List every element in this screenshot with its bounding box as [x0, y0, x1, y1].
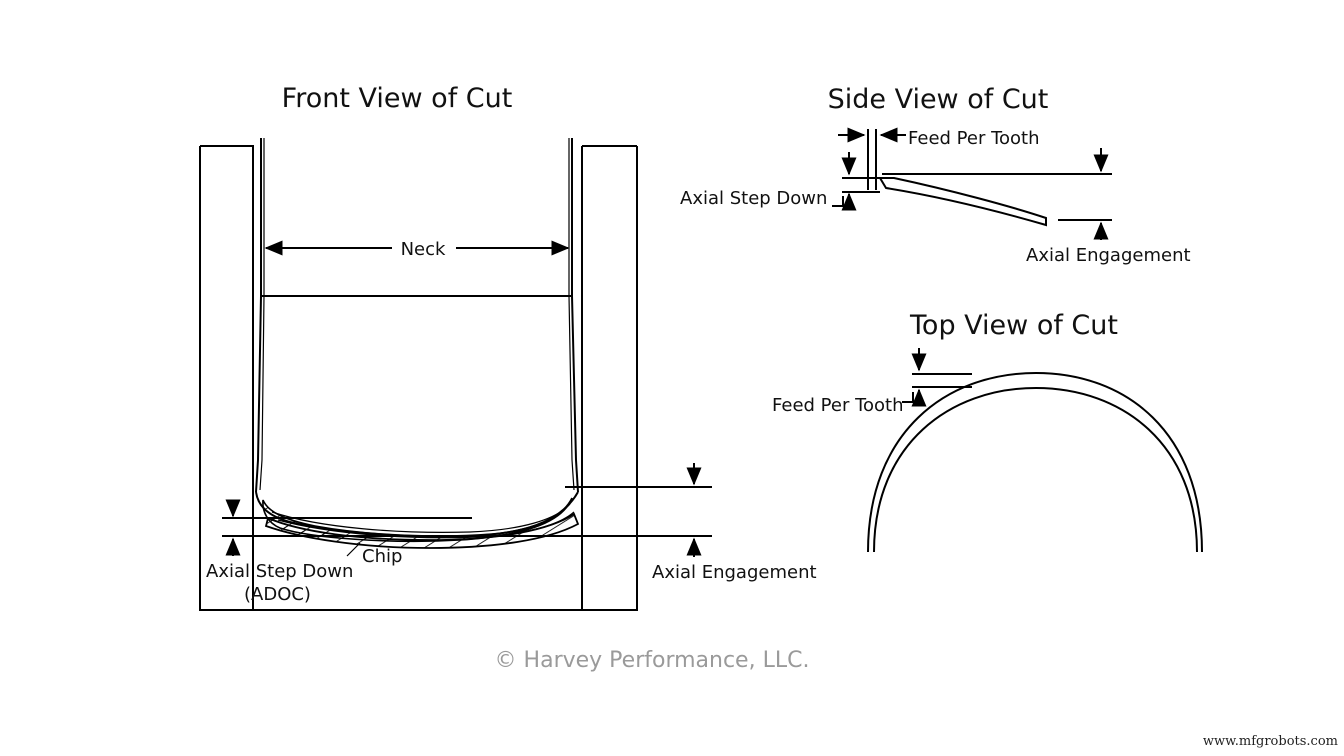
chip-curl-line-1 — [271, 503, 571, 533]
chip-label: Chip — [362, 546, 402, 567]
axial-engagement-label: Axial Engagement — [652, 562, 817, 583]
side-axial-engagement-label: Axial Engagement — [1026, 245, 1191, 266]
tool-left-wall-outer — [255, 138, 262, 493]
workpiece-outline — [199, 146, 638, 611]
side-axial-step-down-leader — [832, 196, 844, 207]
neck-label: Neck — [401, 239, 446, 260]
axial-step-down-abbrev-label: (ADOC) — [244, 584, 311, 605]
top-view-title: Top View of Cut — [909, 310, 1118, 341]
chip-curl-line-2 — [277, 511, 575, 539]
top-feed-per-tooth-label: Feed Per Tooth — [772, 395, 904, 416]
axial-step-down-label: Axial Step Down — [206, 561, 353, 582]
side-chip-sliver — [878, 177, 1047, 227]
top-view-inner-arc — [873, 386, 1198, 553]
top-view-group: Top View of Cut Feed Per Tooth — [772, 310, 1203, 553]
chip-leader-line — [346, 542, 361, 557]
tool-left-wall-inner — [259, 138, 265, 491]
tool-right-wall-outer — [571, 138, 579, 493]
side-axial-step-down-label: Axial Step Down — [680, 188, 827, 209]
copyright-notice: © Harvey Performance, LLC. — [495, 648, 810, 673]
side-view-group: Side View of Cut Feed Per Tooth Axial St… — [680, 84, 1191, 266]
workpiece-left-block — [200, 145, 254, 610]
side-view-title: Side View of Cut — [828, 84, 1049, 115]
feed-per-tooth-label: Feed Per Tooth — [908, 128, 1040, 149]
site-watermark: www.mfgrobots.com — [1203, 734, 1338, 749]
top-view-outer-arc — [867, 371, 1203, 553]
top-feed-per-tooth-leader — [902, 392, 914, 403]
front-view-title: Front View of Cut — [282, 83, 513, 114]
tool-right-wall-inner — [568, 138, 575, 491]
workpiece-right-block — [581, 145, 637, 610]
front-view-group: Front View of Cut Neck — [199, 83, 817, 611]
